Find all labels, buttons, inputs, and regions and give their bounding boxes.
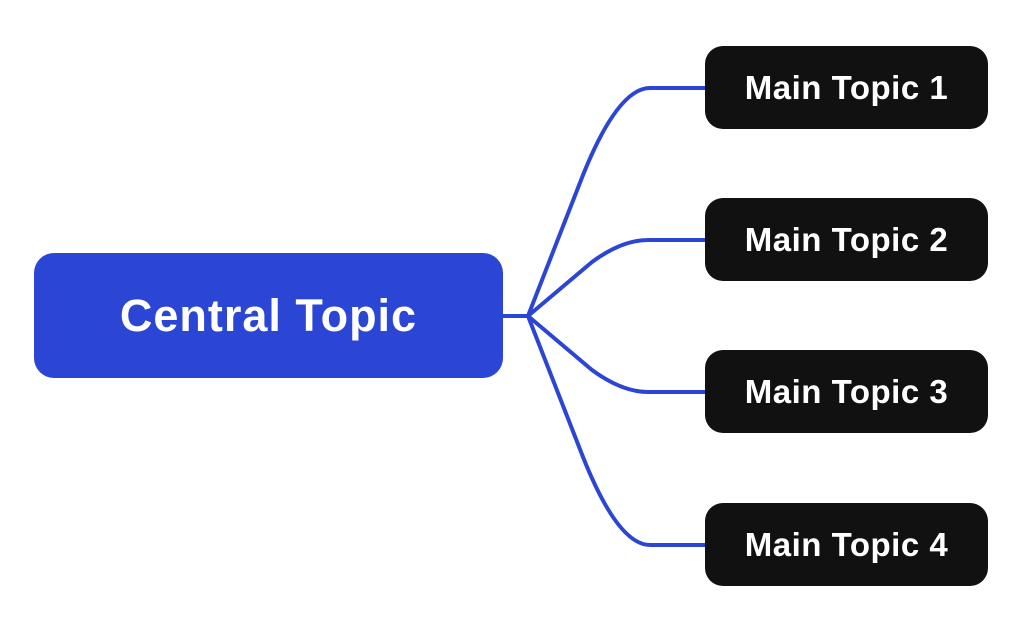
main-topic-3-label: Main Topic 3 bbox=[744, 372, 949, 410]
connector-main-topic-2 bbox=[526, 238, 707, 318]
main-topic-4-label: Main Topic 4 bbox=[744, 525, 949, 563]
main-topic-3-node[interactable]: Main Topic 3 bbox=[705, 350, 988, 433]
main-topic-1-label: Main Topic 1 bbox=[744, 68, 949, 106]
connector-main-topic-3 bbox=[526, 314, 707, 394]
connector-main-topic-1 bbox=[526, 86, 707, 317]
main-topic-4-node[interactable]: Main Topic 4 bbox=[705, 503, 988, 586]
main-topic-2-node[interactable]: Main Topic 2 bbox=[705, 198, 988, 281]
central-topic-label: Central Topic bbox=[119, 289, 418, 341]
main-topic-2-label: Main Topic 2 bbox=[744, 220, 949, 258]
connector-main-topic-4 bbox=[526, 315, 707, 547]
main-topic-1-node[interactable]: Main Topic 1 bbox=[705, 46, 988, 129]
central-topic-node[interactable]: Central Topic bbox=[34, 253, 503, 378]
